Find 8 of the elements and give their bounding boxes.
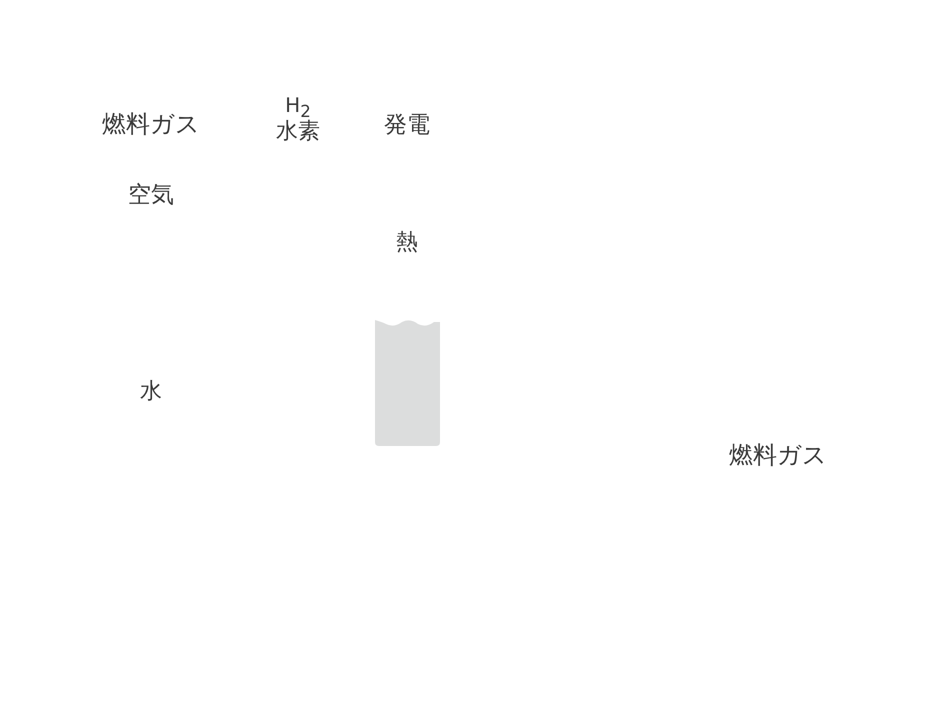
text-label: 燃料ガス	[729, 443, 827, 467]
text-label: 水	[140, 381, 162, 403]
text-label: 熱	[396, 232, 418, 254]
text-label: H$_{2}$	[285, 95, 311, 121]
text-label: 空気	[128, 184, 174, 207]
text-label: 発電	[384, 114, 430, 137]
text-label: 水素	[276, 121, 320, 143]
text-label: 燃料ガス	[102, 112, 200, 136]
